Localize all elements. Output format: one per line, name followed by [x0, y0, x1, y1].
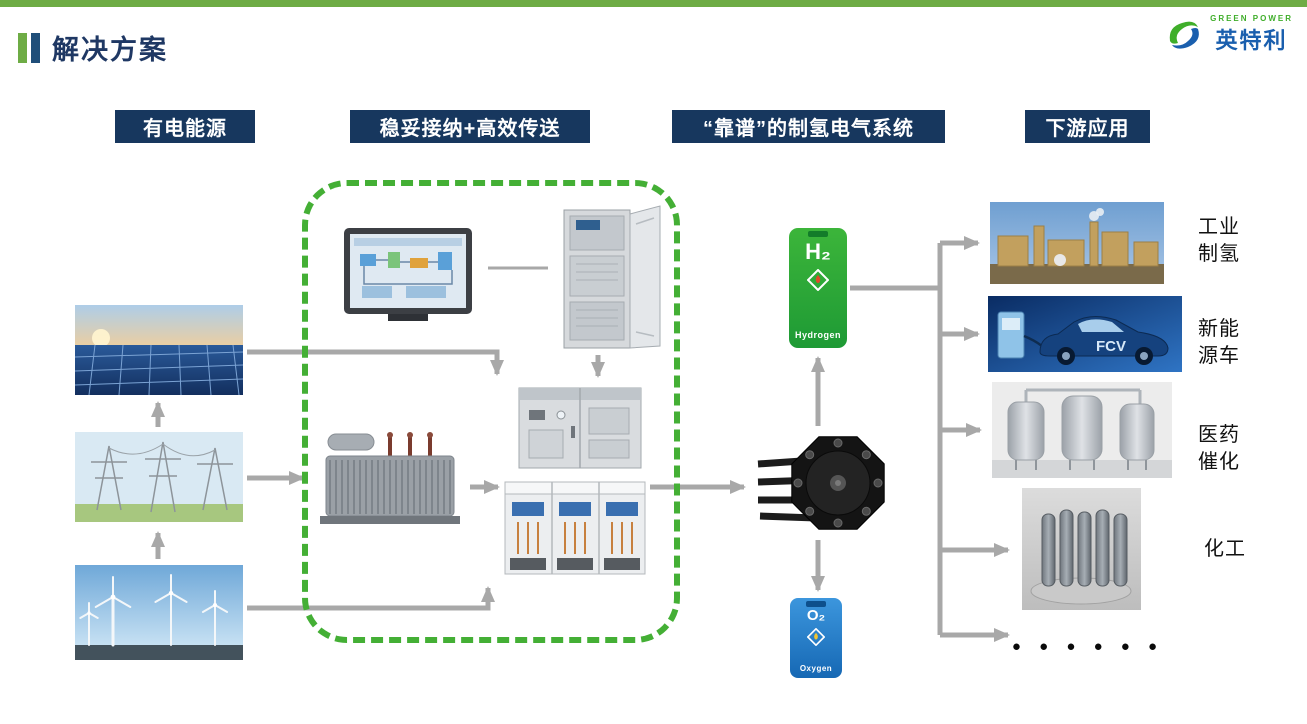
flammable-diamond-icon [807, 269, 829, 291]
app-label-industrial-hydrogen: 工业 制氢 [1198, 216, 1240, 265]
industrial-hydrogen-plant-photo [990, 202, 1164, 284]
logo-swoosh-icon [1169, 21, 1199, 49]
header-hydrogen-system: “靠谱”的制氢电气系统 [672, 110, 945, 143]
app-label-new-energy-vehicle: 新能 源车 [1198, 318, 1240, 367]
oxidizer-diamond-icon [807, 628, 825, 646]
electrolyzer-stack [754, 430, 886, 536]
hydrogen-tank-cap [808, 231, 828, 237]
header-transmission: 稳妥接纳+高效传送 [350, 110, 590, 143]
power-grid-towers-photo [75, 432, 243, 522]
solar-panels-photo [75, 305, 243, 395]
rectifier-cabinets [504, 478, 646, 578]
wind-turbines-photo [75, 565, 243, 660]
hydrogen-name: Hydrogen [794, 330, 841, 340]
transformer [312, 426, 468, 526]
fcv-text: FCV [1096, 338, 1126, 355]
app-label-chemical-industry: 化工 [1204, 538, 1246, 560]
fuel-cell-vehicle-photo: FCV [988, 296, 1182, 372]
title-accent-navy-bar [31, 32, 40, 63]
pharma-catalysis-photo [992, 382, 1172, 478]
top-accent-bar [0, 0, 1307, 7]
header-downstream: 下游应用 [1025, 110, 1150, 143]
switchgear-cabinet [517, 384, 643, 472]
hydrogen-tank: H₂ Hydrogen [789, 228, 847, 348]
header-power-sources: 有电能源 [115, 110, 255, 143]
oxygen-name: Oxygen [799, 664, 833, 673]
app-label-pharma-catalysis: 医药 催化 [1198, 424, 1240, 473]
control-cabinet-open-door [556, 204, 664, 352]
brand-logo: GREEN POWER 英特利 [1164, 14, 1293, 55]
slide-title-block: 解决方案 [18, 28, 168, 67]
oxygen-tank: O₂ Oxygen [790, 598, 842, 678]
more-applications-dots: ● ● ● ● ● ● [1011, 638, 1165, 655]
logo-brand-name: 英特利 [1215, 28, 1288, 53]
chemical-industry-photo [1022, 488, 1141, 610]
oxygen-formula: O₂ [806, 607, 826, 624]
hmi-control-screen [344, 228, 472, 324]
logo-texts: GREEN POWER 英特利 [1210, 14, 1293, 55]
oxygen-tank-cap [806, 601, 826, 607]
logo-top-text: GREEN POWER [1210, 14, 1293, 23]
page-title: 解决方案 [52, 35, 168, 65]
reliable-power-zone-outline [302, 180, 680, 643]
hydrogen-formula: H₂ [805, 239, 831, 264]
title-accent-green-bar [18, 32, 27, 63]
